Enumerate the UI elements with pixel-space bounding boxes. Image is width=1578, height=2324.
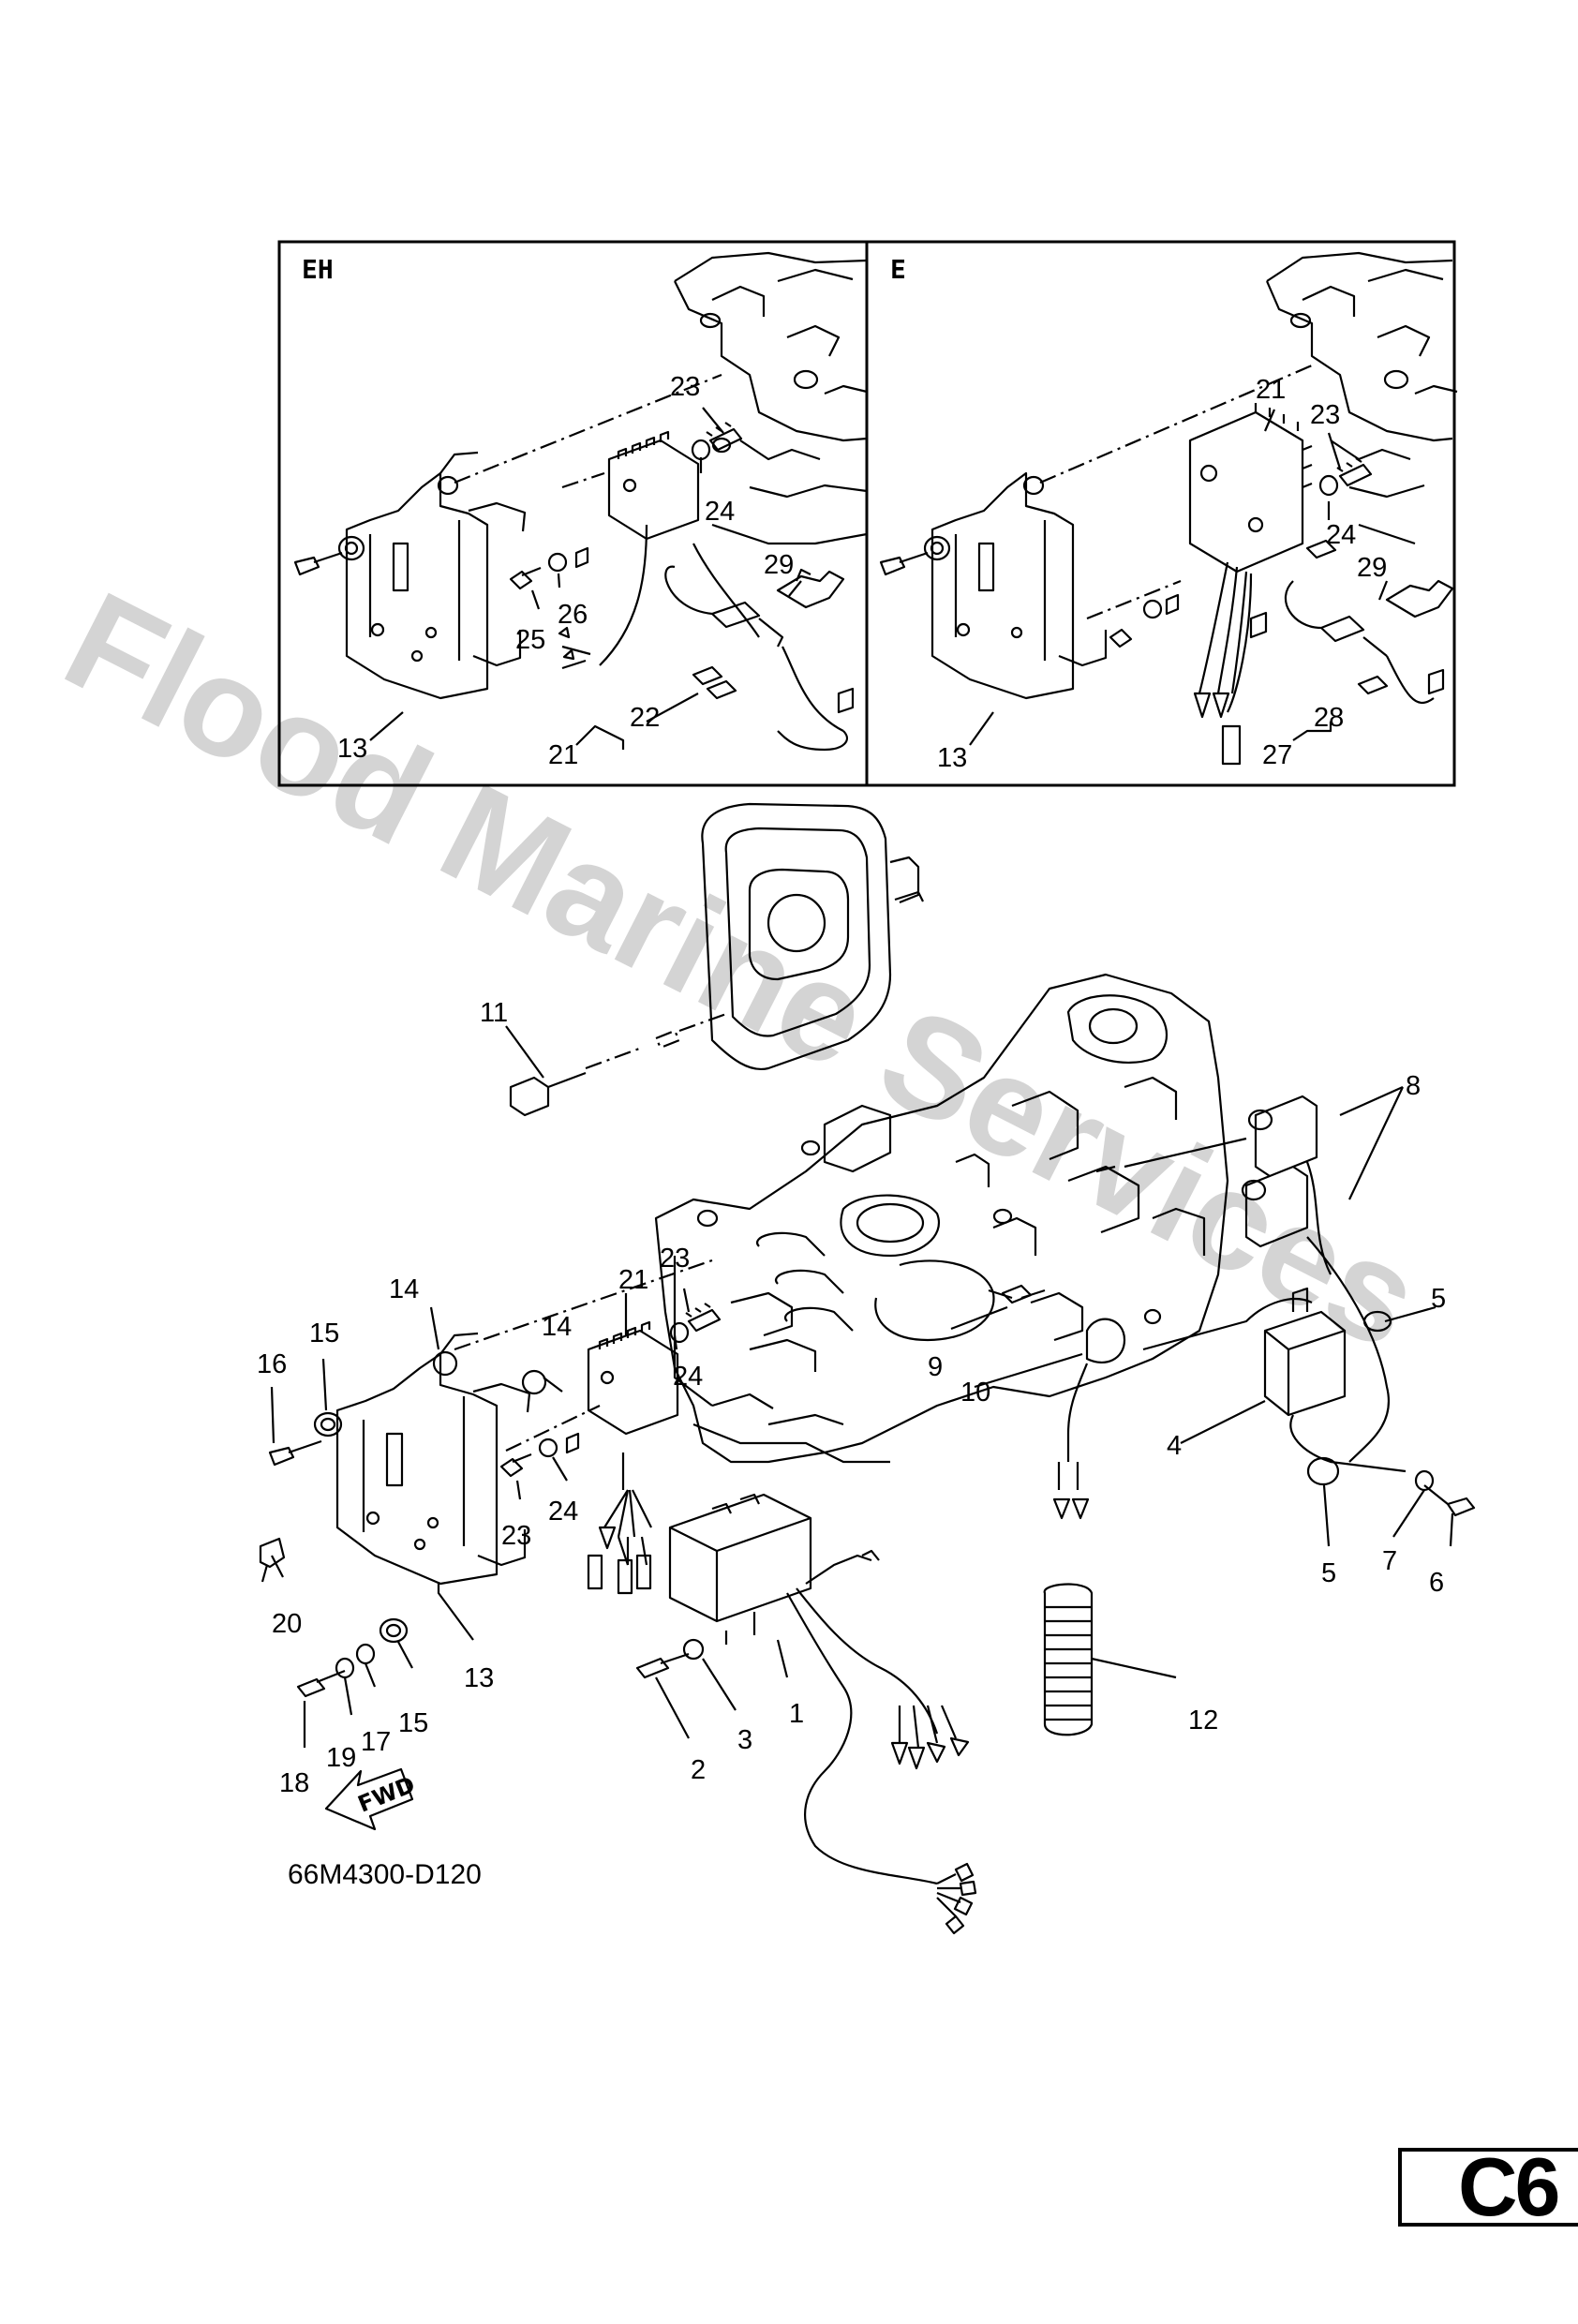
callout-label: 11 — [480, 998, 508, 1028]
callout-label: 23 — [501, 1521, 531, 1551]
callout-label: 24 — [673, 1362, 703, 1392]
diagram-code: 66M4300-D120 — [288, 1859, 482, 1890]
callout-label: 14 — [542, 1312, 572, 1342]
callout-label: 6 — [1429, 1568, 1444, 1598]
callout-label: 19 — [326, 1743, 356, 1773]
callouts-eh: 23 24 29 26 25 13 22 21 — [337, 372, 794, 770]
callouts-main: 11 8 14 15 16 21 23 14 24 9 10 5 4 23 24… — [257, 998, 1446, 1798]
fwd-arrow-label: FWD — [354, 1771, 419, 1817]
callout-label: 28 — [1314, 703, 1344, 733]
callout-label: 1 — [789, 1699, 804, 1729]
callout-label: 23 — [660, 1244, 690, 1274]
callout-label: 2 — [691, 1755, 706, 1785]
callout-label: 24 — [705, 497, 735, 527]
callout-label: 18 — [279, 1768, 309, 1798]
callout-label: 8 — [1406, 1071, 1421, 1101]
e-panel-drawing — [879, 251, 1458, 766]
callout-label: 25 — [515, 625, 545, 655]
callout-label: 4 — [1167, 1431, 1182, 1461]
callout-label: 5 — [1321, 1558, 1336, 1588]
inset-panels — [277, 240, 1456, 787]
callout-label: 16 — [257, 1349, 287, 1379]
callout-label: 9 — [928, 1352, 943, 1382]
callout-label: 13 — [937, 743, 967, 773]
callout-label: 23 — [1310, 400, 1340, 430]
callout-label: 7 — [1382, 1546, 1397, 1576]
callout-label: 20 — [272, 1609, 302, 1639]
eh-panel-drawing — [293, 251, 868, 752]
callout-label: 21 — [618, 1265, 648, 1295]
panel-label-e: E — [890, 254, 906, 285]
callout-label: 29 — [1357, 553, 1387, 583]
callout-label: 17 — [361, 1727, 391, 1757]
callout-label: 13 — [464, 1663, 494, 1693]
callout-label: 14 — [389, 1274, 419, 1304]
callout-label: 26 — [558, 600, 588, 630]
callout-label: 15 — [398, 1708, 428, 1738]
page-tag: C6 — [1458, 2140, 1560, 2233]
callout-label: 5 — [1431, 1284, 1446, 1314]
callout-label: 21 — [1256, 375, 1286, 405]
callout-label: 24 — [1326, 520, 1356, 550]
callout-label: 13 — [337, 734, 367, 764]
callout-label: 27 — [1262, 740, 1292, 770]
callout-label: 12 — [1188, 1706, 1218, 1736]
page-tag-box — [1398, 2148, 1578, 2227]
callout-label: 29 — [764, 550, 794, 580]
panel-label-eh: EH — [302, 254, 334, 285]
callout-label: 15 — [309, 1318, 339, 1348]
callout-label: 24 — [548, 1497, 578, 1527]
callout-label: 21 — [548, 740, 578, 770]
callout-label: 10 — [960, 1378, 990, 1408]
callout-label: 23 — [670, 372, 700, 402]
callout-label: 22 — [630, 703, 660, 733]
callout-label: 3 — [737, 1725, 752, 1755]
main-drawing — [259, 802, 1476, 1935]
callouts-e: 21 23 24 29 13 28 27 — [937, 375, 1387, 773]
